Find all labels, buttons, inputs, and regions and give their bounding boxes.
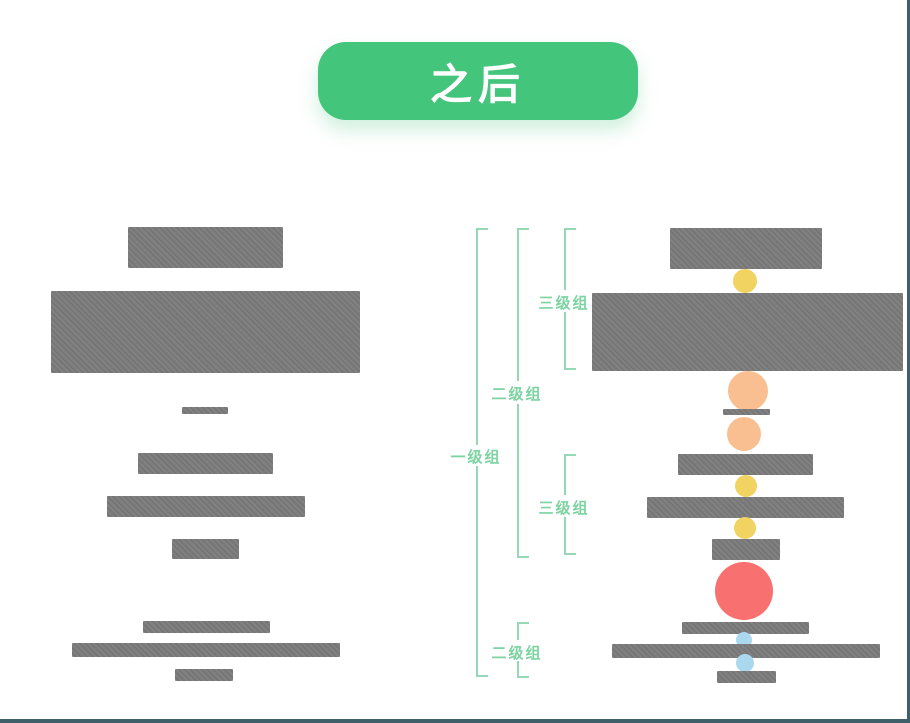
wireframe-divider — [723, 409, 770, 415]
spacing-dot-small-icon — [735, 475, 757, 497]
after-badge-label: 之后 — [429, 60, 526, 108]
wireframe-block — [712, 539, 780, 560]
wireframe-block — [128, 227, 283, 268]
bracket-tick — [517, 622, 529, 624]
wireframe-block — [51, 291, 360, 373]
bracket-line-level3-upper — [564, 312, 566, 368]
bracket-line-level2-upper — [517, 404, 519, 556]
bracket-label-level3-upper: 三级组 — [538, 295, 590, 312]
wireframe-block — [107, 496, 305, 517]
spacing-dot-large-icon — [715, 562, 773, 620]
bracket-tick — [517, 228, 529, 230]
bracket-tick — [517, 676, 529, 678]
bracket-line-level2-lower — [517, 661, 519, 676]
bracket-label-level3-lower: 三级组 — [538, 500, 590, 517]
bracket-tick — [476, 675, 488, 677]
bracket-line-level3-upper — [564, 228, 566, 290]
wireframe-block — [678, 454, 813, 475]
bracket-line-level3-lower — [564, 517, 566, 553]
wireframe-block — [175, 669, 233, 681]
bracket-tick — [476, 228, 488, 230]
bracket-tick — [517, 556, 529, 558]
bracket-tick — [564, 228, 576, 230]
bracket-tick — [564, 454, 576, 456]
bracket-line-level1 — [476, 466, 478, 677]
spacing-dot-medium-icon — [728, 371, 768, 411]
spacing-dot-medium-icon — [727, 417, 761, 451]
spacing-dot-small-icon — [733, 269, 757, 293]
wireframe-block — [143, 621, 270, 633]
bracket-label-level2-upper: 二级组 — [491, 386, 543, 403]
wireframe-block — [647, 497, 844, 518]
spacing-dot-tiny-icon — [736, 654, 754, 672]
wireframe-block — [172, 539, 239, 559]
wireframe-block — [138, 453, 273, 474]
wireframe-block — [612, 644, 880, 658]
wireframe-block — [592, 293, 903, 371]
bracket-label-level1: 一级组 — [450, 449, 502, 466]
bracket-line-level1 — [476, 228, 478, 445]
spacing-dot-small-icon — [734, 517, 756, 539]
bracket-line-level2-lower — [517, 622, 519, 640]
bracket-line-level3-lower — [564, 454, 566, 495]
bracket-tick — [564, 368, 576, 370]
bracket-label-level2-lower: 二级组 — [491, 645, 543, 662]
bracket-line-level2-upper — [517, 228, 519, 381]
after-badge: 之后 — [318, 42, 638, 120]
bracket-tick — [564, 553, 576, 555]
wireframe-block — [670, 228, 822, 269]
wireframe-block — [682, 622, 809, 634]
wireframe-block — [717, 671, 776, 683]
wireframe-block — [72, 643, 340, 657]
wireframe-divider — [182, 407, 228, 414]
